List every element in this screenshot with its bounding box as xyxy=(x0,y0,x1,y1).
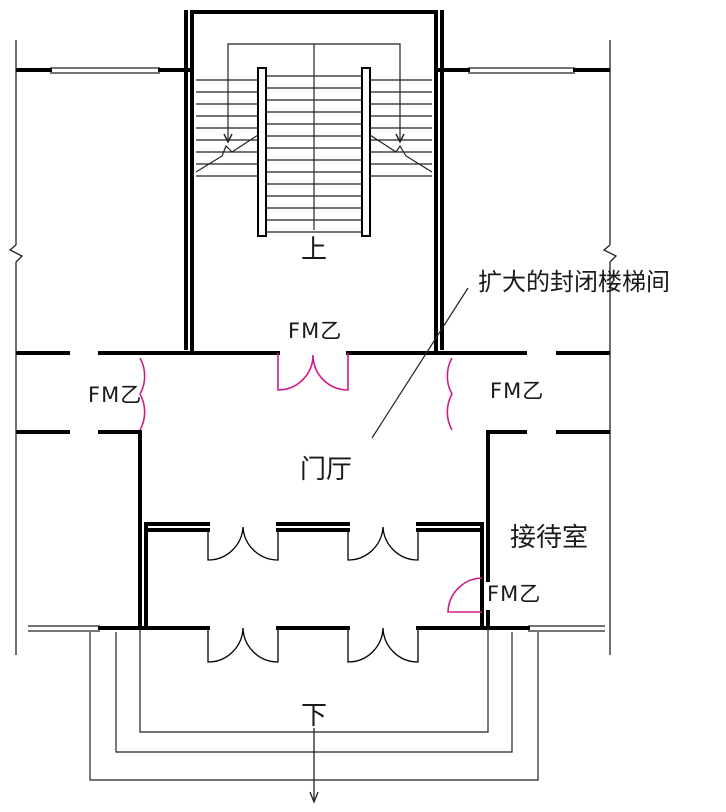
fire-door-reception xyxy=(447,577,483,613)
lobby-label: 门厅 xyxy=(300,455,352,485)
fire-door-left xyxy=(139,357,146,431)
down-arrow xyxy=(309,728,319,804)
down-label: 下 xyxy=(301,701,327,731)
fire-door-right xyxy=(446,357,453,431)
stair-break-line-right xyxy=(369,134,433,173)
window-openings xyxy=(28,67,605,632)
fire-door-top xyxy=(277,353,349,391)
stair-enclosure-wall xyxy=(190,10,438,72)
stair-center-wall-right xyxy=(361,67,371,237)
leader-line xyxy=(371,287,469,439)
door-label-top: FM乙 xyxy=(288,319,342,343)
normal-doors xyxy=(207,526,419,663)
stair-treads-center xyxy=(266,75,362,233)
up-label: 上 xyxy=(301,235,327,265)
arrow-head-right xyxy=(395,133,405,144)
stair-center-wall xyxy=(257,67,267,237)
stair-note-label: 扩大的封闭楼梯间 xyxy=(478,268,670,296)
reception-label: 接待室 xyxy=(510,523,588,553)
stair-break-line-left xyxy=(195,134,259,173)
fire-doors xyxy=(139,353,483,613)
arrow-head-left xyxy=(223,133,233,144)
outer-boundary-lines xyxy=(8,40,618,655)
door-label-right: FM乙 xyxy=(490,379,544,403)
labels: 上 扩大的封闭楼梯间 FM乙 FM乙 FM乙 门厅 接待室 FM乙 下 xyxy=(88,235,670,731)
door-label-reception: FM乙 xyxy=(487,582,541,606)
stair-treads-right xyxy=(370,79,432,177)
stair-treads-left xyxy=(196,79,258,177)
stair-case xyxy=(195,43,433,237)
door-label-left: FM乙 xyxy=(88,383,142,407)
walls xyxy=(16,10,610,630)
